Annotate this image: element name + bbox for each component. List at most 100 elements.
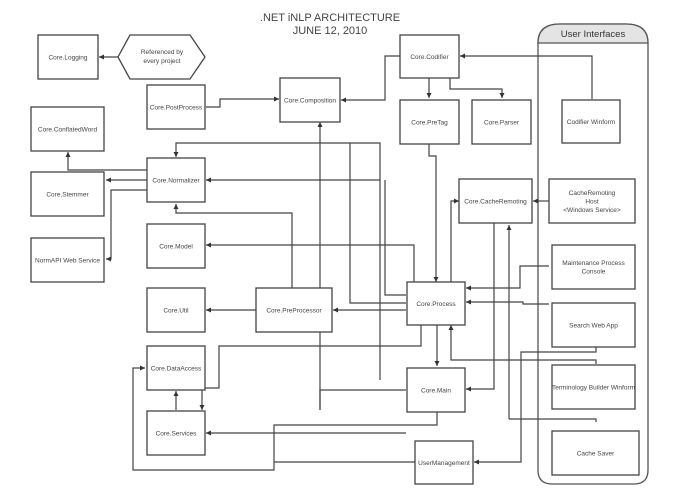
node-label: Core.CacheRemoting [464, 198, 527, 205]
node-label: Codifier Winform [567, 119, 615, 126]
node-label: Core.PostProcess [150, 104, 203, 111]
node-label: CacheRemoting [569, 190, 616, 197]
node-label: Core.DataAccess [151, 365, 202, 372]
edge-postprocess-composition [206, 96, 279, 108]
edge-normalizer-conflatedword [65, 152, 147, 171]
node-terminology: Terminology Builder Winform [551, 364, 636, 410]
edge-main-composition-b [319, 389, 406, 410]
title-line-2: JUNE 12, 2010 [292, 25, 368, 37]
node-util: Core.Util [146, 287, 206, 333]
node-label: Core.Codifier [410, 54, 449, 61]
node-box [414, 440, 474, 485]
node-codifierwinform: Codifier Winform [561, 99, 621, 144]
edge-cacheremoting-main [466, 223, 495, 392]
node-box [406, 281, 466, 326]
diagram-title: .NET iNLP ARCHITECTURE JUNE 12, 2010 [200, 12, 460, 38]
node-label: Console [582, 269, 606, 276]
annotation-line-1: Referenced by [141, 49, 184, 56]
node-box [406, 367, 466, 413]
node-process: Core.Process [406, 281, 466, 326]
node-box [30, 106, 105, 152]
node-model: Core.Model [146, 223, 206, 269]
node-logging: Core.Logging [37, 34, 99, 80]
node-label: Cache Saver [577, 450, 615, 457]
node-label: Core.ConflatedWord [38, 126, 98, 133]
node-box [458, 178, 533, 224]
node-box [30, 171, 105, 217]
node-conflatedword: Core.ConflatedWord [30, 106, 105, 152]
node-box [146, 410, 206, 456]
node-box [279, 77, 341, 123]
edge-terminology-process [448, 325, 597, 364]
node-label: Core.Util [163, 307, 189, 314]
node-label: NormAPI Web Service [35, 257, 100, 264]
node-label: Terminology Builder Winform [552, 384, 635, 391]
node-usermanagement: UserManagement [414, 440, 474, 485]
node-label: Host [585, 198, 599, 205]
node-box [255, 287, 333, 333]
edge-main-vertical [350, 142, 381, 380]
node-parser: Core.Parser [471, 99, 532, 145]
node-stemmer: Core.Stemmer [30, 171, 105, 217]
edge-process-normalizer-top [173, 142, 350, 157]
node-label: Core.Normalizer [152, 177, 200, 184]
node-label: Search Web App [569, 322, 618, 329]
edge-searchweb-process [466, 299, 549, 305]
node-postprocess: Core.PostProcess [146, 84, 206, 130]
node-label: Core.PreProcessor [266, 307, 322, 314]
node-cachesaver: Cache Saver [551, 430, 640, 476]
edge-pretag-process [428, 144, 439, 282]
node-box [551, 430, 640, 476]
node-normalizer: Core.Normalizer [146, 157, 206, 203]
node-label: Maintenance Process [562, 260, 625, 267]
edge-main-dataaccess [132, 365, 438, 471]
node-box [551, 364, 636, 410]
node-main: Core.Main [406, 367, 466, 413]
node-label: <Windows Service> [563, 207, 621, 214]
title-line-1: .NET iNLP ARCHITECTURE [259, 12, 401, 24]
node-box [37, 34, 99, 80]
node-box [399, 34, 460, 79]
node-preprocessor: Core.PreProcessor [255, 287, 333, 333]
node-box [561, 99, 621, 144]
node-box [548, 178, 636, 224]
node-box [551, 302, 636, 348]
edge-codifier-parser [449, 78, 505, 98]
edge-process-vertical-a [349, 143, 406, 304]
edge-cachesaver-line [509, 418, 597, 422]
node-label: Core.Logging [48, 54, 87, 61]
node-pretag: Core.PreTag [399, 99, 460, 145]
edge-codifierwinform-codifier [460, 53, 593, 99]
node-box [30, 237, 105, 283]
edge-searchweb-usermanagement [474, 346, 597, 465]
node-box [399, 99, 460, 145]
node-cacheremoting: Core.CacheRemoting [458, 178, 533, 224]
edge-process-model [206, 242, 415, 285]
node-label: UserManagement [418, 460, 470, 467]
edge-preprocessor-normalizer [173, 204, 293, 288]
edge-process-cacheremoting [450, 198, 459, 282]
node-box [471, 99, 532, 145]
node-box [146, 157, 206, 203]
node-dataaccess: Core.DataAccess [146, 345, 206, 391]
node-searchweb: Search Web App [551, 302, 636, 348]
node-services: Core.Services [146, 410, 206, 456]
node-label: Core.Services [156, 430, 198, 437]
user-interfaces-label: User Interfaces [561, 29, 626, 40]
node-label: Core.Composition [284, 97, 336, 104]
node-label: Core.Model [159, 243, 193, 250]
node-box [146, 345, 206, 391]
nodes: Core.LoggingCore.ConflatedWordCore.Stemm… [30, 34, 640, 485]
node-codifier: Core.Codifier [399, 34, 460, 79]
annotation-line-2: every project [143, 58, 180, 65]
node-label: Core.PreTag [411, 119, 448, 126]
edge-process-vertical-b [384, 180, 406, 296]
node-label: Core.Process [416, 301, 456, 308]
edge-maintenance-process [466, 265, 549, 291]
edge-codifier-composition [341, 55, 400, 103]
node-box [146, 223, 206, 269]
node-label: Core.Main [421, 387, 451, 394]
